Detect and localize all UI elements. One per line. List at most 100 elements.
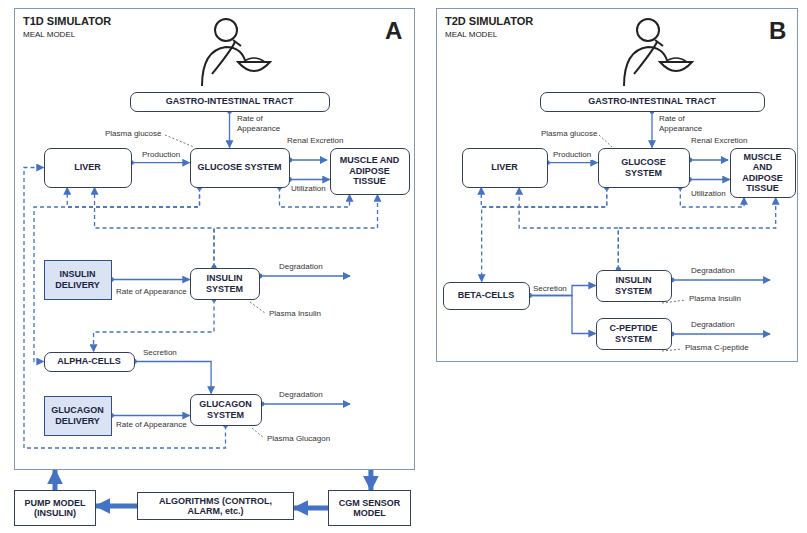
box-label: INSULIN DELIVERY xyxy=(49,269,107,290)
flow-connector xyxy=(132,162,190,163)
flow-connector xyxy=(290,179,330,180)
box-label: GLUCAGON SYSTEM xyxy=(195,399,257,420)
box-label: GASTRO-INTESTINAL TRACT xyxy=(166,96,293,106)
process-box: GLUCAGON DELIVERY xyxy=(44,396,112,436)
box-label: ALPHA-CELLS xyxy=(57,356,121,366)
edge-label: Rate of Appearance xyxy=(236,114,290,133)
regulation-connector xyxy=(618,198,775,270)
person-eating-icon xyxy=(624,19,692,86)
flow-connector xyxy=(112,279,190,280)
person-eating-icon xyxy=(202,19,270,86)
process-box: LIVER xyxy=(462,148,548,188)
flow-connector xyxy=(112,415,190,416)
simulator-panel: T1D SIMULATORMEAL MODELAGASTRO-INTESTINA… xyxy=(14,8,415,470)
flow-connector xyxy=(651,112,652,148)
flow-arrow xyxy=(294,506,328,511)
annotation-label: Plasma glucose xyxy=(540,129,598,139)
box-label: MUSCLE AND ADIPOSE TISSUE xyxy=(335,155,405,186)
process-box: BETA-CELLS xyxy=(443,282,530,310)
flow-connector xyxy=(135,362,212,394)
panel-subtitle: MEAL MODEL xyxy=(23,30,75,39)
regulation-connector xyxy=(214,195,378,268)
box-label: GLUCOSE SYSTEM xyxy=(603,157,685,178)
process-box: GLUCOSE SYSTEM xyxy=(190,148,290,188)
outflow-arrow xyxy=(690,159,728,160)
flow-arrow xyxy=(96,504,137,509)
annotation-label: Plasma C-peptide xyxy=(684,343,750,353)
box-label: GASTRO-INTESTINAL TRACT xyxy=(588,96,715,106)
box-label: C-PEPTIDE SYSTEM xyxy=(601,323,667,344)
regulation-connector xyxy=(482,188,607,282)
regulation-connector xyxy=(67,188,199,208)
annotation-label: Degradation xyxy=(690,266,736,276)
box-label: LIVER xyxy=(491,162,518,172)
simulator-panel: T2D SIMULATOR MEAL MODEL B GASTRO-INTESTINA… xyxy=(436,8,798,362)
flow-arrow xyxy=(368,470,373,490)
flow-connector xyxy=(548,162,598,163)
process-box: ALPHA-CELLS xyxy=(44,352,135,372)
outflow-arrow xyxy=(672,333,770,334)
annotation-label: Renal Excretion xyxy=(286,136,344,146)
panel-letter: B xyxy=(769,17,786,45)
panel-title: T2D SIMULATOR xyxy=(445,15,533,28)
flow-connector xyxy=(530,296,596,334)
regulation-connector xyxy=(519,188,618,270)
annotation-label: Degradation xyxy=(278,390,324,400)
box-label: GLUCOSE SYSTEM xyxy=(197,162,281,172)
box-label: GLUCAGON DELIVERY xyxy=(49,405,107,426)
edge-label: Rate of Appearance xyxy=(658,114,712,133)
box-label: BETA-CELLS xyxy=(458,290,514,300)
annotation-label: Degradation xyxy=(278,262,324,272)
annotation-label: Plasma Glucagon xyxy=(266,434,331,444)
edge-label: Production xyxy=(552,150,592,160)
flow-arrow xyxy=(53,470,58,490)
leader-line xyxy=(252,428,264,438)
process-box: PUMP MODEL (INSULIN) xyxy=(14,490,96,526)
box-label: MUSCLE AND ADIPOSE TISSUE xyxy=(735,152,791,193)
box-label: INSULIN SYSTEM xyxy=(601,275,667,296)
process-box: C-PEPTIDE SYSTEM xyxy=(596,318,672,350)
process-box: ALGORITHMS (CONTROL, ALARM, etc.) xyxy=(137,492,294,520)
box-label: CGM SENSOR MODEL xyxy=(333,498,406,519)
annotation-label: Plasma glucose xyxy=(104,129,162,139)
leader-line xyxy=(250,302,265,313)
regulation-connector xyxy=(95,188,214,268)
process-box: INSULIN SYSTEM xyxy=(596,270,672,302)
edge-label: Rate of Appearance xyxy=(115,420,188,430)
process-box: GASTRO-INTESTINAL TRACT xyxy=(540,92,765,112)
process-box: GLUCOSE SYSTEM xyxy=(598,148,690,188)
panel-subtitle: MEAL MODEL xyxy=(445,30,497,39)
regulation-connector xyxy=(94,300,214,352)
process-box: GASTRO-INTESTINAL TRACT xyxy=(130,92,330,112)
process-box: INSULIN SYSTEM xyxy=(190,268,260,300)
regulation-connector xyxy=(34,188,200,362)
edge-label: Utilization xyxy=(290,184,327,194)
process-box: MUSCLE AND ADIPOSE TISSUE xyxy=(730,148,796,198)
process-box: LIVER xyxy=(44,148,132,188)
flow-connector xyxy=(229,112,230,148)
annotation-label: Renal Excretion xyxy=(690,136,748,146)
outflow-arrow xyxy=(260,275,350,276)
outflow-arrow xyxy=(290,159,327,160)
annotation-label: Degradation xyxy=(690,320,736,330)
outflow-arrow xyxy=(672,279,770,280)
edge-label: Production xyxy=(141,150,181,160)
regulation-connector xyxy=(481,188,606,208)
leader-line xyxy=(165,135,194,147)
edge-label: Secretion xyxy=(532,284,568,294)
annotation-label: Plasma Insulin xyxy=(688,294,742,304)
edge-label: Secretion xyxy=(142,348,178,358)
process-box: CGM SENSOR MODEL xyxy=(328,490,411,526)
box-label: INSULIN SYSTEM xyxy=(195,273,255,294)
process-box: GLUCAGON SYSTEM xyxy=(190,394,262,426)
leader-line xyxy=(599,135,612,147)
process-box: MUSCLE AND ADIPOSE TISSUE xyxy=(330,148,410,195)
edge-label: Utilization xyxy=(690,189,727,199)
box-label: LIVER xyxy=(74,162,101,172)
edge-label: Rate of Appearance xyxy=(115,287,188,297)
panel-letter: A xyxy=(385,17,402,45)
outflow-arrow xyxy=(262,403,350,404)
